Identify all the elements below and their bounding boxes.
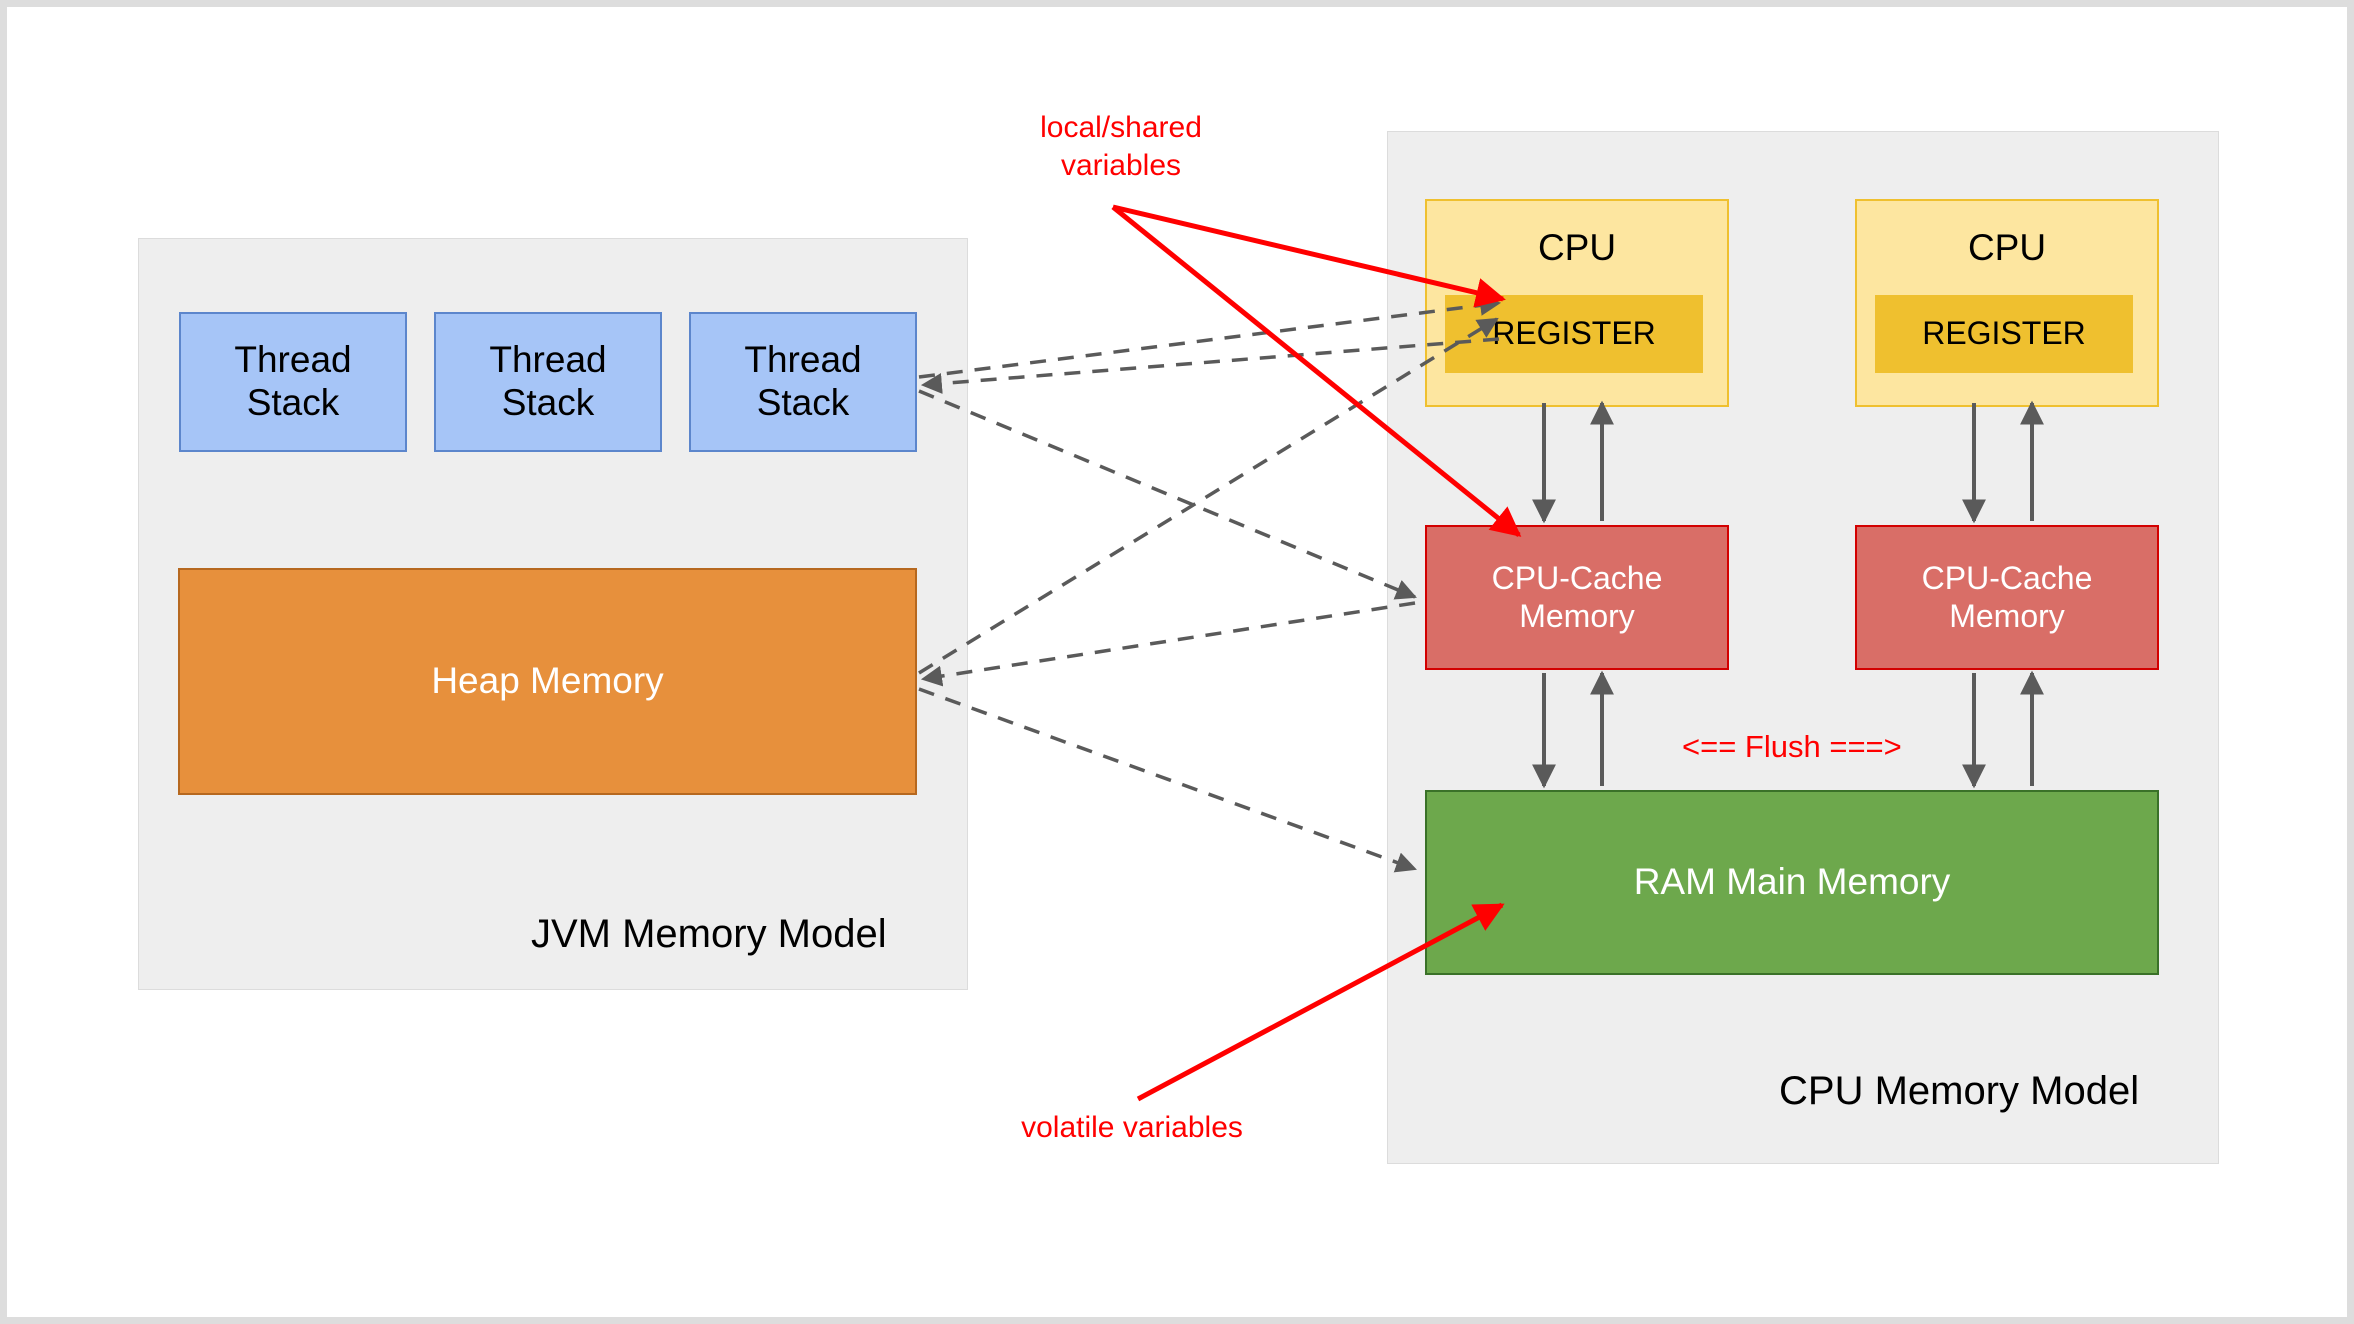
- cpu-cache-box-2: CPU-Cache Memory: [1855, 525, 2159, 670]
- volatile-variables-label: volatile variables: [1021, 1111, 1243, 1144]
- heap-memory-box: Heap Memory: [178, 568, 917, 795]
- thread-stack-box-1: Thread Stack: [179, 312, 407, 452]
- ram-main-memory-box: RAM Main Memory: [1425, 790, 2159, 975]
- cpu-memory-model-label: CPU Memory Model: [1779, 1069, 2140, 1113]
- local-shared-variables-label: local/shared variables: [1040, 111, 1202, 183]
- register-box-1: REGISTER: [1445, 295, 1703, 373]
- thread-stack-box-2: Thread Stack: [434, 312, 662, 452]
- cpu-cache-box-1: CPU-Cache Memory: [1425, 525, 1729, 670]
- jvm-memory-model-label: JVM Memory Model: [531, 912, 887, 956]
- flush-label: <== Flush ===>: [1682, 729, 1902, 764]
- thread-stack-box-3: Thread Stack: [689, 312, 917, 452]
- register-box-2: REGISTER: [1875, 295, 2133, 373]
